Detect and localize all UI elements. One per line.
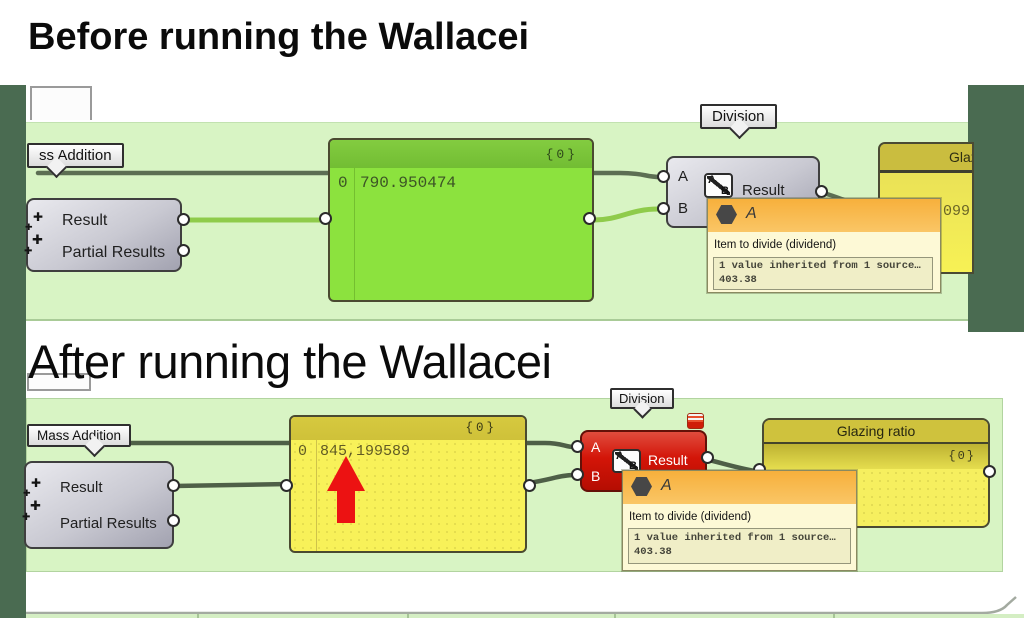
hexagon-icon [631, 477, 652, 496]
tooltip-info-line1: 1 value inherited from 1 source… [719, 260, 921, 272]
parameter-tooltip-after: A Item to divide (dividend) 1 value inhe… [622, 470, 857, 571]
division-port-a-after[interactable] [571, 440, 584, 453]
panel-row-value: 790.950474 [360, 174, 457, 192]
output-label-result: Result [62, 212, 108, 229]
panel-header: {0} [291, 417, 525, 440]
tooltip-info-line2: 403.38 [719, 274, 757, 286]
tooltip-description: Item to divide (dividend) [714, 239, 837, 251]
window-tab-before [30, 86, 92, 120]
panel-path-badge: {0} [948, 449, 976, 463]
node-subheader: {0} [764, 444, 988, 469]
division-port-b-before[interactable] [657, 202, 670, 215]
rhino-viewport-strip-left [0, 85, 26, 618]
panel-port-in-before[interactable] [319, 212, 332, 225]
value-panel-after[interactable]: {0} 0 845,199589 [289, 415, 527, 553]
mass-addition-node-before[interactable]: Result Partial Results [26, 198, 182, 272]
callout-label: Division [619, 391, 665, 406]
callout-label: Division [712, 108, 765, 125]
callout-division-before[interactable]: Division [700, 104, 777, 140]
input-label-a: A [678, 168, 689, 185]
tooltip-header: A [623, 471, 856, 504]
bottom-canvas-strip [26, 614, 1024, 618]
division-port-out-before[interactable] [815, 185, 828, 198]
strip-tick [614, 614, 616, 618]
panel-path-badge: {0} [545, 147, 578, 162]
division-icon-slash [615, 452, 638, 470]
tooltip-param-name: A [746, 205, 757, 222]
panel-port-in-after[interactable] [280, 479, 293, 492]
panel-path-badge: {0} [465, 421, 497, 435]
callout-label: ss Addition [39, 147, 112, 164]
node-title-bar: Glazing ratio [764, 420, 988, 444]
input-label-b: B [678, 200, 689, 217]
division-port-a-before[interactable] [657, 170, 670, 183]
parameter-tooltip-before: A Item to divide (dividend) 1 value inhe… [707, 198, 941, 293]
output-label-result: Result [60, 479, 103, 496]
node-title-bar: Glazing ratio [880, 144, 972, 173]
node-value-clipped: 099 [943, 203, 971, 220]
port-result-after[interactable] [167, 479, 180, 492]
output-label-result: Result [742, 182, 785, 199]
window-tab-after [27, 373, 91, 391]
output-label-partial-results: Partial Results [62, 244, 166, 261]
callout-mass-addition-after[interactable]: Mass Addition [27, 424, 132, 458]
red-arrow-annotation [327, 456, 365, 491]
red-arrow-stem [337, 489, 355, 523]
node-title: Glazing ratio [836, 423, 916, 439]
tooltip-description: Item to divide (dividend) [629, 511, 752, 523]
wire-after-result[interactable] [171, 481, 292, 489]
division-icon-slash [707, 176, 730, 195]
tooltip-header: A [708, 199, 940, 232]
tooltip-param-name: A [661, 477, 672, 494]
panel-index-divider [316, 440, 317, 551]
panel-row-value: 845,199589 [320, 443, 411, 460]
value-panel-before[interactable]: {0} 0 790.950474 [328, 138, 594, 302]
callout-division-after[interactable]: Division [610, 388, 674, 419]
output-label-result: Result [648, 452, 688, 468]
rhino-viewport-strip-right [968, 85, 1024, 332]
panel-port-out-before[interactable] [583, 212, 596, 225]
mass-addition-node-after[interactable]: Result Partial Results [24, 461, 174, 549]
tooltip-info-line1: 1 value inherited from 1 source… [634, 532, 836, 544]
strip-tick [833, 614, 835, 618]
strip-tick [407, 614, 409, 618]
callout-mass-addition-before[interactable]: ss Addition [27, 143, 124, 179]
division-icon-b: B [629, 460, 637, 472]
tooltip-info-box: 1 value inherited from 1 source… 403.38 [713, 257, 933, 290]
panel-port-out-after[interactable] [523, 479, 536, 492]
panel-row-index: 0 [298, 443, 308, 460]
panel-index-divider [354, 168, 355, 300]
division-icon: A B [704, 173, 733, 198]
division-icon: A B [612, 449, 641, 473]
mass-addition-icon: ✚ ✚ ✚ ✚ [24, 210, 44, 257]
division-icon-b: B [721, 185, 729, 197]
tooltip-info-line2: 403.38 [634, 546, 672, 558]
node-title-clipped: Glazing ratio [949, 149, 972, 165]
input-label-a: A [591, 439, 601, 455]
title-after: After running the Wallacei [28, 335, 552, 388]
port-partial-results-after[interactable] [167, 514, 180, 527]
strip-tick [197, 614, 199, 618]
port-result-before[interactable] [177, 213, 190, 226]
panel-header: {0} [330, 140, 592, 168]
tooltip-info-box: 1 value inherited from 1 source… 403.38 [628, 528, 851, 564]
mass-addition-icon: ✚ ✚ ✚ ✚ [22, 476, 42, 523]
callout-label: Mass Addition [37, 428, 122, 443]
wire-before-b[interactable] [591, 206, 661, 223]
input-label-b: B [591, 468, 601, 484]
hexagon-icon [716, 205, 737, 224]
output-label-partial-results: Partial Results [60, 515, 157, 532]
error-balloon-icon[interactable] [687, 413, 704, 429]
glazing-port-out[interactable] [983, 465, 996, 478]
division-port-out-after[interactable] [701, 451, 714, 464]
port-partial-results-before[interactable] [177, 244, 190, 257]
wire-before-a[interactable] [35, 170, 663, 180]
panel-row-index: 0 [338, 174, 348, 192]
division-port-b-after[interactable] [571, 468, 584, 481]
title-before: Before running the Wallacei [28, 16, 530, 58]
